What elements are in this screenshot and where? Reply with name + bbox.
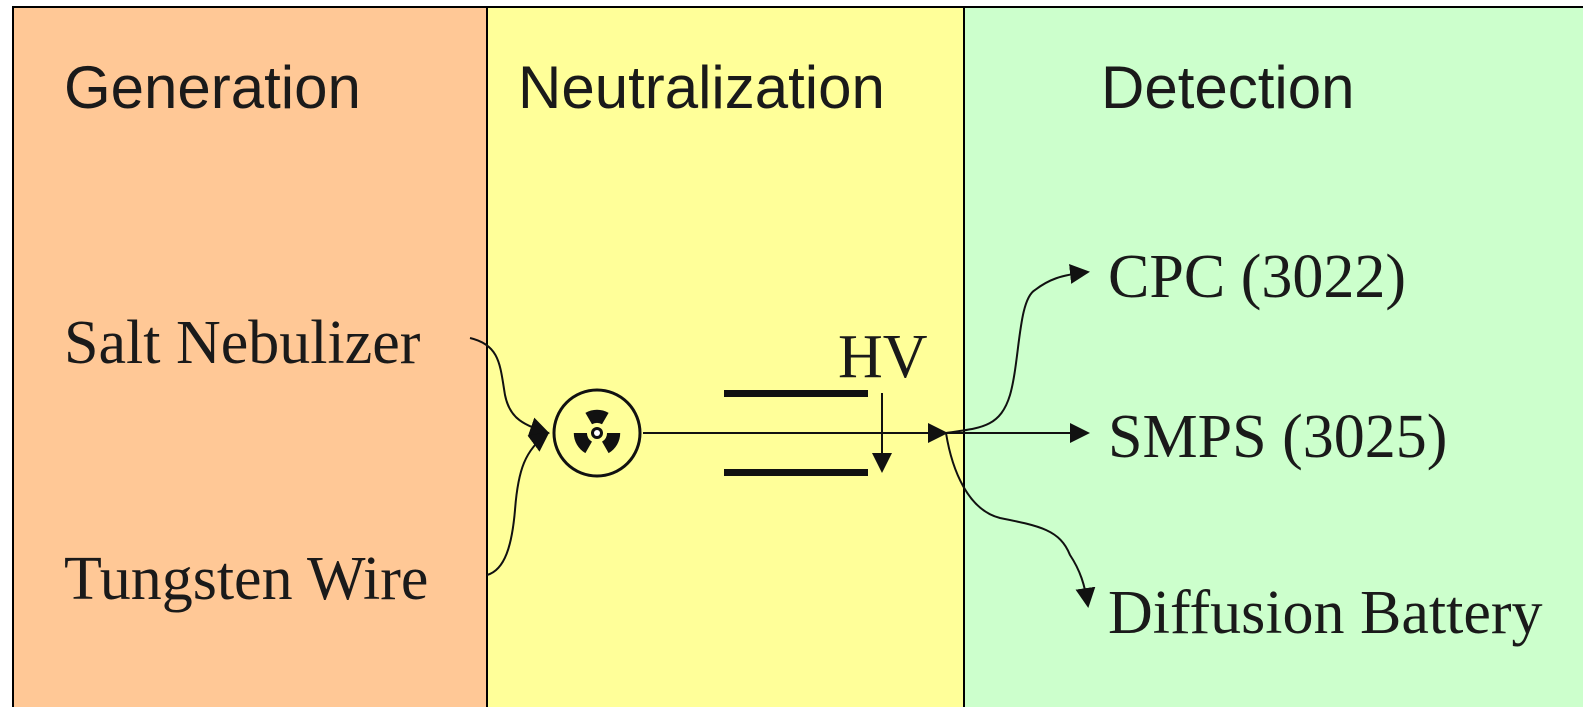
cpc-label: CPC (3022) xyxy=(1108,243,1406,311)
nebulizer-flow-line xyxy=(469,337,550,437)
cpc-flow-line xyxy=(945,263,1090,434)
generation-panel xyxy=(12,6,488,707)
diffusion-flow-line xyxy=(945,432,1096,608)
dma-plate-bottom xyxy=(724,469,868,476)
generation-heading: Generation xyxy=(64,54,361,121)
neutralization-panel xyxy=(486,6,965,707)
tungsten-flow-line xyxy=(486,431,550,576)
diffusion-battery-label: Diffusion Battery xyxy=(1108,579,1543,647)
dma-plate-top xyxy=(724,390,868,397)
tungsten-wire-label: Tungsten Wire xyxy=(64,545,429,613)
detection-panel xyxy=(963,6,1583,707)
hv-label: HV xyxy=(838,323,928,391)
smps-label: SMPS (3025) xyxy=(1108,403,1448,471)
detection-heading: Detection xyxy=(1101,54,1355,121)
salt-nebulizer-label: Salt Nebulizer xyxy=(64,309,421,377)
radiation-icon xyxy=(552,388,642,478)
neutralization-heading: Neutralization xyxy=(518,54,885,121)
